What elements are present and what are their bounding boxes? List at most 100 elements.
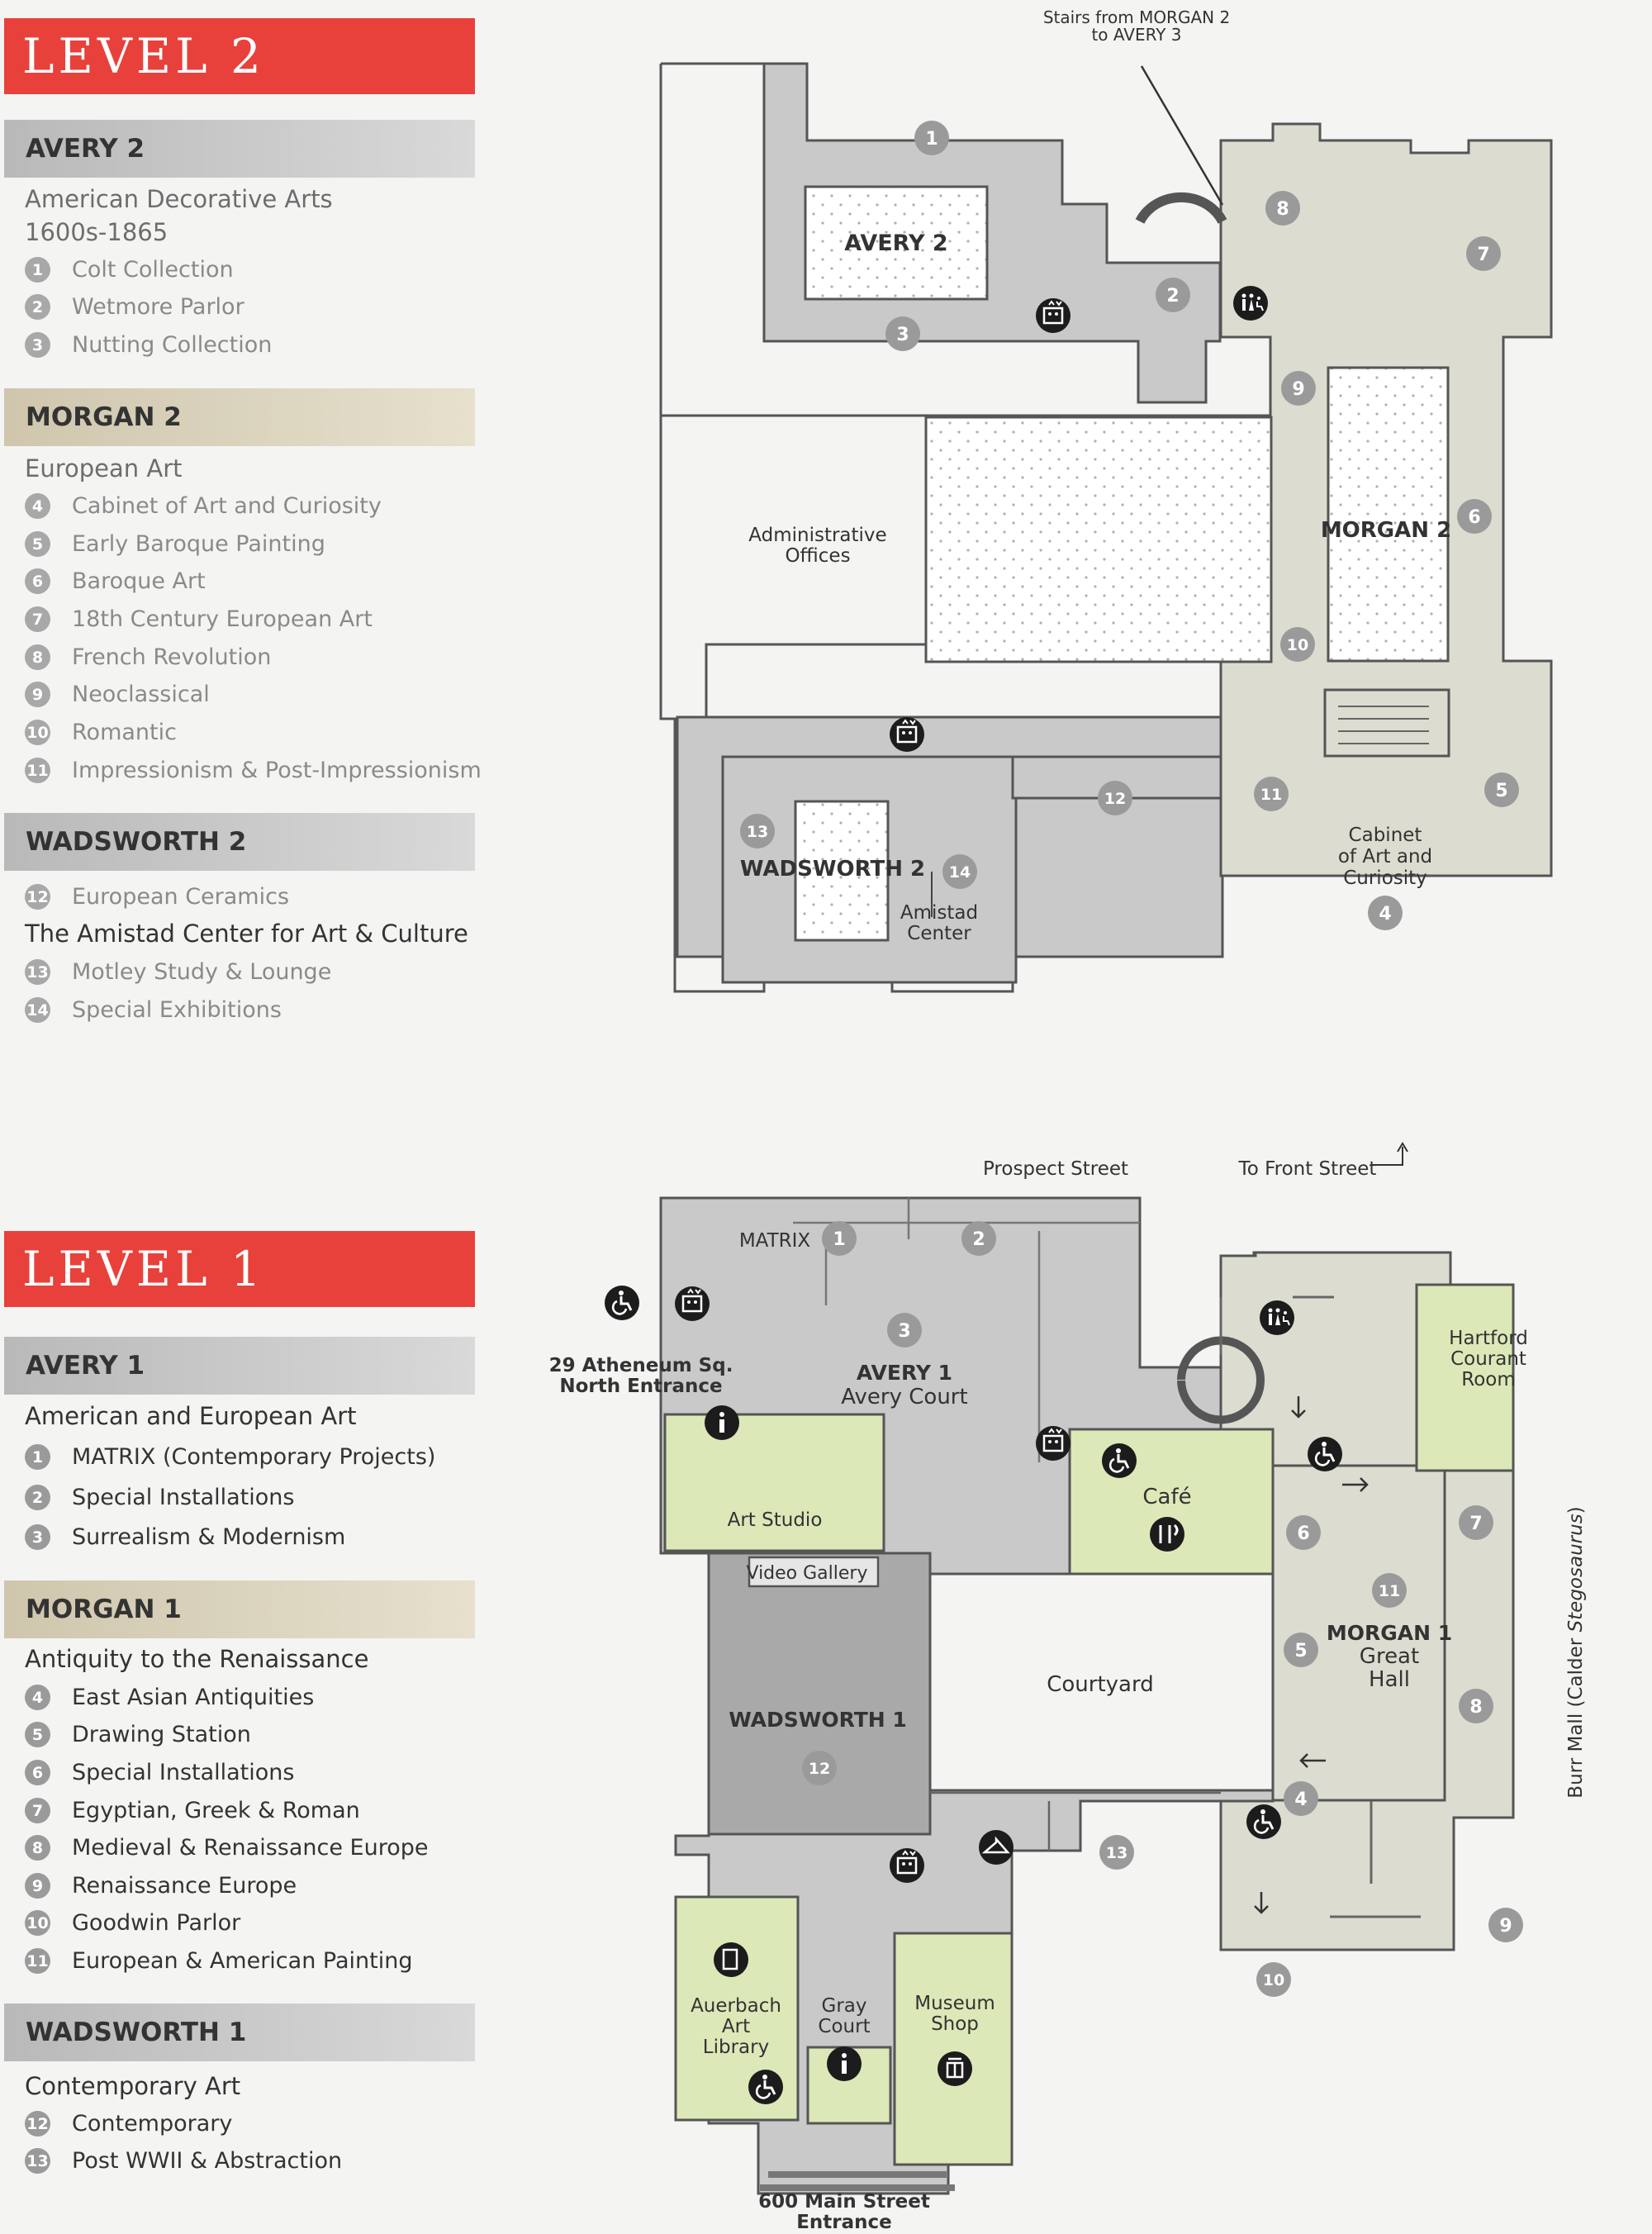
avery2-label: AVERY 2 [844, 231, 947, 256]
svg-text:8: 8 [1469, 1697, 1482, 1718]
gallery-marker: 1 [914, 121, 949, 155]
wadsworth1-label: WADSWORTH 1 [729, 1708, 907, 1732]
museum-shop-label: Museum [914, 1993, 995, 2014]
restroom-icon [1232, 285, 1269, 321]
hartford-courant-room [1415, 1283, 1515, 1472]
svg-text:6: 6 [1297, 1523, 1309, 1544]
svg-text:10: 10 [1263, 1971, 1284, 1989]
elevator-icon [1034, 297, 1072, 335]
svg-text:8: 8 [1276, 199, 1289, 220]
admin-label: Administrative [748, 525, 886, 546]
svg-text:7: 7 [1469, 1514, 1482, 1534]
elevator-icon [673, 1285, 711, 1323]
wadsworth1-header: WADSWORTH 1 [4, 2003, 475, 2061]
gallery-marker: 5 [1484, 772, 1519, 807]
gift-shop-icon [938, 2051, 972, 2086]
matrix-label: MATRIX [739, 1230, 811, 1252]
gallery-marker: 6 [1286, 1515, 1321, 1550]
cabinet-label-line3: Curiosity [1343, 867, 1427, 889]
courtyard-label: Courtyard [1047, 1672, 1153, 1697]
svg-text:13: 13 [747, 823, 768, 841]
museum-shop-label-line2: Shop [931, 2013, 979, 2035]
gray-court-label-line2: Court [818, 2016, 870, 2037]
svg-text:2: 2 [972, 1229, 985, 1250]
svg-text:5: 5 [1294, 1641, 1307, 1661]
gallery-marker: 10 [1280, 627, 1315, 662]
great-hall-label: Great [1360, 1644, 1419, 1669]
gallery-marker: 4 [1284, 1781, 1318, 1816]
svg-text:2: 2 [1166, 286, 1179, 307]
wadsworth1-gallery [707, 1552, 932, 1836]
hartford-label-line3: Room [1461, 1369, 1516, 1390]
elevator-icon [888, 715, 926, 753]
wheelchair-icon [1306, 1435, 1344, 1473]
svg-text:12: 12 [1104, 790, 1126, 808]
gallery-marker: 7 [1466, 236, 1501, 271]
svg-text:9: 9 [1292, 379, 1304, 400]
morgan1-header: MORGAN 1 [4, 1580, 475, 1638]
avery2-category-period: 1600s-1865 [25, 218, 169, 246]
gallery-marker: 8 [1459, 1689, 1493, 1723]
auerbach-label-line2: Art [722, 2016, 750, 2037]
main-entrance-label-line2: Entrance [796, 2212, 892, 2233]
svg-text:13: 13 [1106, 1844, 1127, 1862]
atrium-skylight [924, 416, 1273, 663]
coat-check-icon [979, 1830, 1014, 1865]
stairs-pointer [1140, 65, 1224, 206]
gallery-marker: 1 [822, 1221, 857, 1256]
wheelchair-icon [603, 1284, 641, 1322]
svg-text:6: 6 [1468, 507, 1480, 528]
morgan1-category: Antiquity to the Renaissance [25, 1645, 369, 1673]
gallery-marker: 13 [1099, 1835, 1134, 1870]
gray-court-label: Gray [822, 1995, 867, 2017]
svg-text:4: 4 [1294, 1790, 1307, 1810]
north-entrance-label: 29 Atheneum Sq. [549, 1355, 733, 1376]
gallery-marker: 11 [1254, 777, 1289, 811]
level1-map: Prospect Street To Front Street MATRIX 2… [549, 1142, 1587, 2233]
wheelchair-icon [1100, 1442, 1138, 1480]
morgan2-header: MORGAN 2 [4, 388, 475, 446]
morgan2-label: MORGAN 2 [1321, 518, 1451, 543]
level2-banner: LEVEL 2 [4, 18, 475, 94]
avery1-category: American and European Art [25, 1402, 357, 1430]
svg-text:9: 9 [1499, 1916, 1512, 1937]
morgan2-category: European Art [25, 454, 183, 482]
video-gallery [748, 1556, 880, 1588]
svg-text:4: 4 [1379, 904, 1391, 924]
hartford-label: Hartford [1449, 1328, 1528, 1349]
wadsworth2-gallery [794, 800, 890, 942]
elevator-icon [1034, 1424, 1072, 1462]
north-entrance-label-line2: North Entrance [559, 1376, 722, 1397]
gallery-marker: 2 [1156, 278, 1190, 312]
svg-text:14: 14 [949, 863, 971, 882]
stairs-arc [1135, 192, 1227, 224]
gallery-marker: 11 [1372, 1573, 1407, 1608]
auerbach-label: Auerbach [691, 1995, 781, 2017]
video-gallery-label: Video Gallery [747, 1563, 868, 1584]
avery1-label: AVERY 1 [857, 1361, 952, 1385]
level2-map: Stairs from MORGAN 2 to AVERY 3 AVERY 2 … [659, 7, 1553, 993]
wadsworth2-label: WADSWORTH 2 [740, 857, 925, 882]
great-hall-label-line2: Hall [1369, 1667, 1410, 1692]
avery2-header: AVERY 2 [4, 120, 475, 178]
svg-text:3: 3 [896, 325, 909, 345]
svg-text:10: 10 [1287, 636, 1308, 654]
svg-text:1: 1 [833, 1229, 845, 1250]
avery2-category: American Decorative Arts [25, 185, 333, 213]
courtyard [928, 1572, 1275, 1792]
